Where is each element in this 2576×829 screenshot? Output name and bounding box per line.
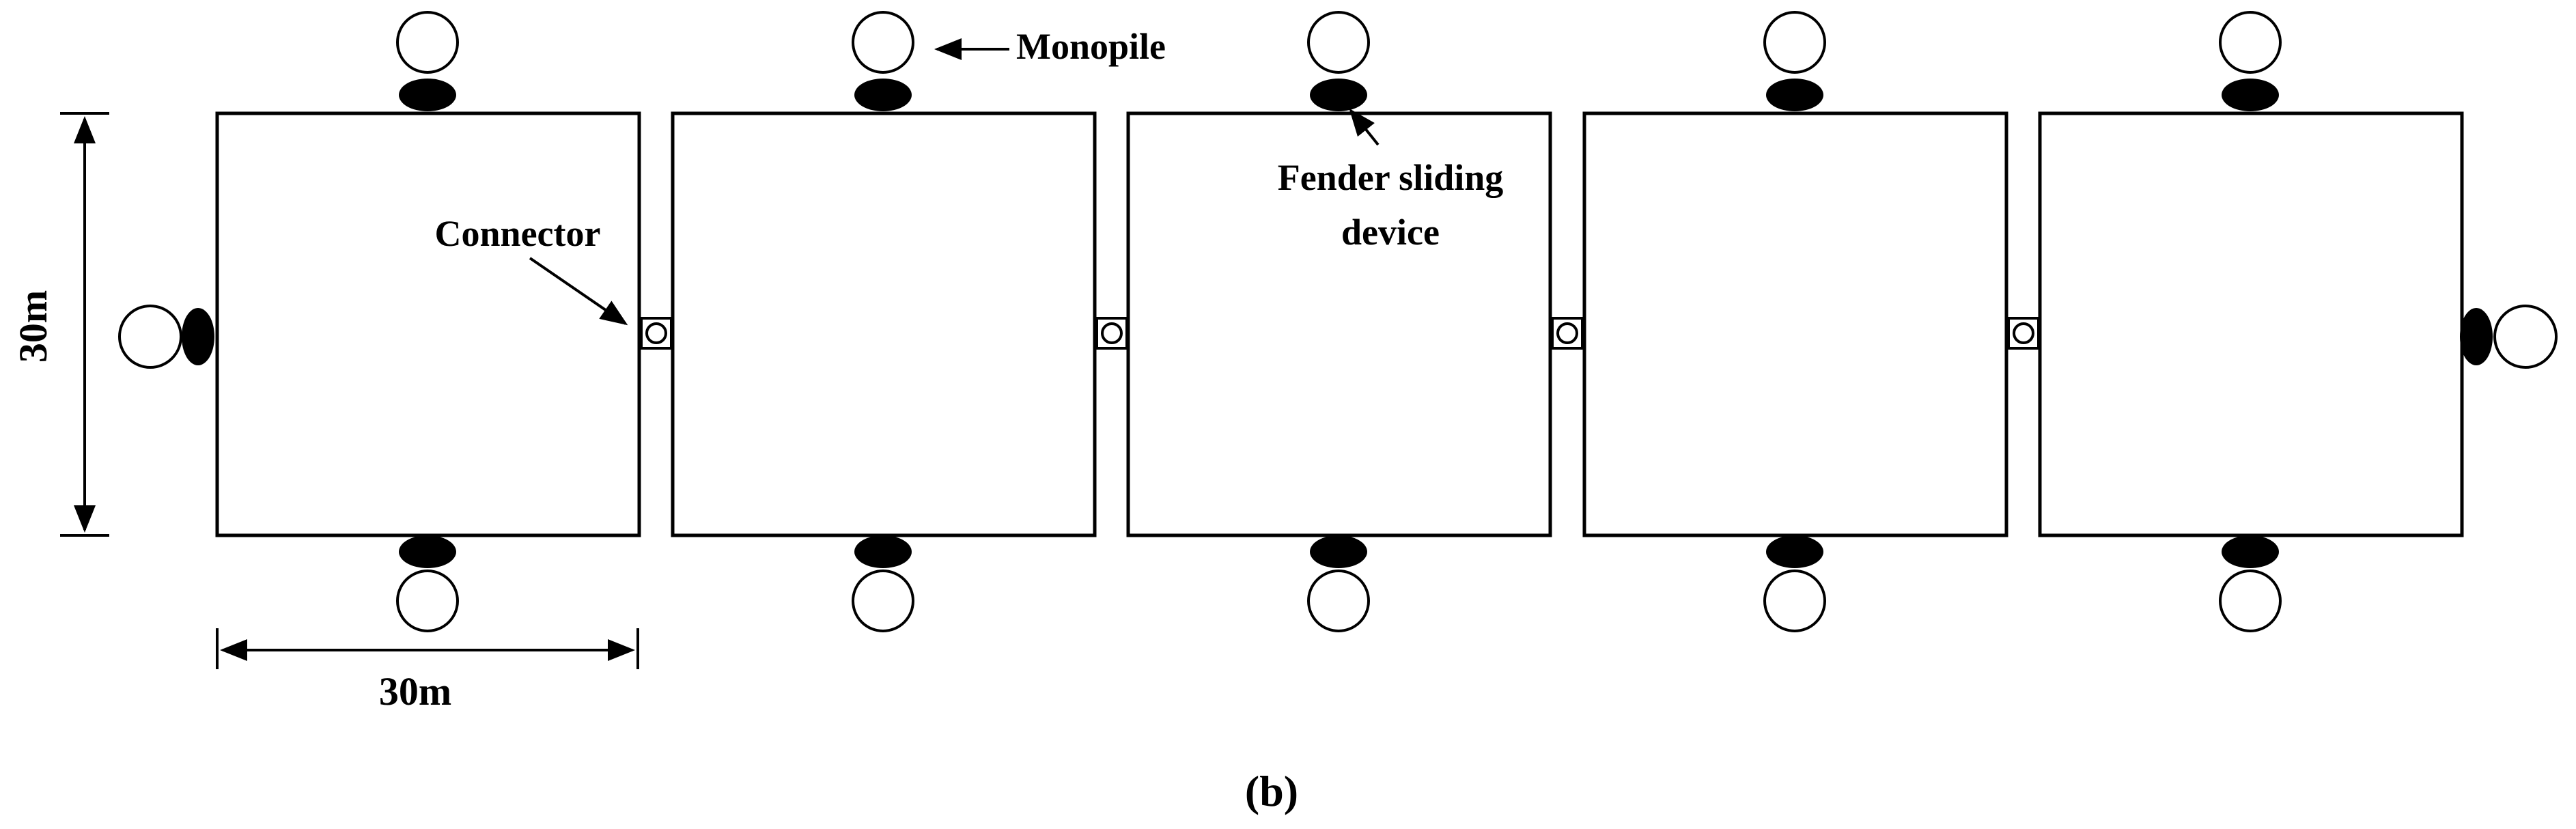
fender-sliding-device	[1310, 79, 1367, 111]
fender-sliding-device	[854, 535, 912, 568]
fender-sliding-device	[854, 79, 912, 111]
fender-sliding-device	[399, 79, 456, 111]
module-1	[215, 111, 641, 537]
horizontal-dimension: 30m	[216, 628, 639, 714]
monopile	[118, 305, 182, 369]
bottom-mooring-2	[852, 535, 914, 632]
monopile	[1307, 570, 1370, 632]
top-mooring-4	[1763, 11, 1826, 111]
top-mooring-3	[1307, 11, 1370, 111]
fender-sliding-device	[1766, 79, 1823, 111]
right-mooring	[2460, 305, 2558, 369]
fender-sliding-device	[399, 535, 456, 568]
monopile-callout: Monopile	[934, 26, 1166, 67]
connector-3	[1551, 317, 1584, 350]
bottom-mooring-5	[2219, 535, 2282, 632]
monopile	[852, 570, 914, 632]
left-mooring	[118, 305, 214, 369]
monopile	[852, 11, 914, 74]
panel-label: (b)	[1245, 767, 1298, 815]
monopile	[2219, 570, 2282, 632]
monopile	[2219, 11, 2282, 74]
bottom-mooring-4	[1763, 535, 1826, 632]
monopile	[396, 11, 459, 74]
module-2	[671, 111, 1097, 537]
fender-sliding-device	[1310, 535, 1367, 568]
module-4	[1582, 111, 2008, 537]
top-mooring-2	[852, 11, 914, 111]
monopile	[1763, 570, 1826, 632]
connector-2	[1095, 317, 1128, 350]
fender-sliding-device	[2222, 535, 2279, 568]
bottom-mooring-1	[396, 535, 459, 632]
monopile-label: Monopile	[1016, 26, 1166, 67]
fender-sliding-device	[1766, 535, 1823, 568]
vertical-dimension-label: 30m	[11, 290, 55, 363]
vertical-dimension: 30m	[11, 112, 109, 537]
fender-sliding-device	[2460, 308, 2493, 365]
module-5	[2038, 111, 2464, 537]
fender-sliding-device	[2222, 79, 2279, 111]
connector-callout: Connector	[435, 213, 628, 326]
bottom-mooring-3	[1307, 535, 1370, 632]
top-mooring-5	[2219, 11, 2282, 111]
fender-label-line1: Fender sliding	[1278, 157, 1504, 198]
connector-label: Connector	[435, 213, 601, 254]
module-3	[1126, 111, 1552, 537]
top-mooring-1	[396, 11, 459, 111]
monopile	[396, 570, 459, 632]
fender-callout: Fender sliding device	[1278, 108, 1504, 253]
monopile	[2493, 305, 2558, 369]
connector-4	[2007, 317, 2040, 350]
fender-label-line2: device	[1341, 212, 1440, 253]
horizontal-dimension-label: 30m	[379, 669, 451, 714]
fender-sliding-device	[182, 308, 214, 365]
monopile	[1763, 11, 1826, 74]
connector-1	[640, 317, 673, 350]
monopile	[1307, 11, 1370, 74]
